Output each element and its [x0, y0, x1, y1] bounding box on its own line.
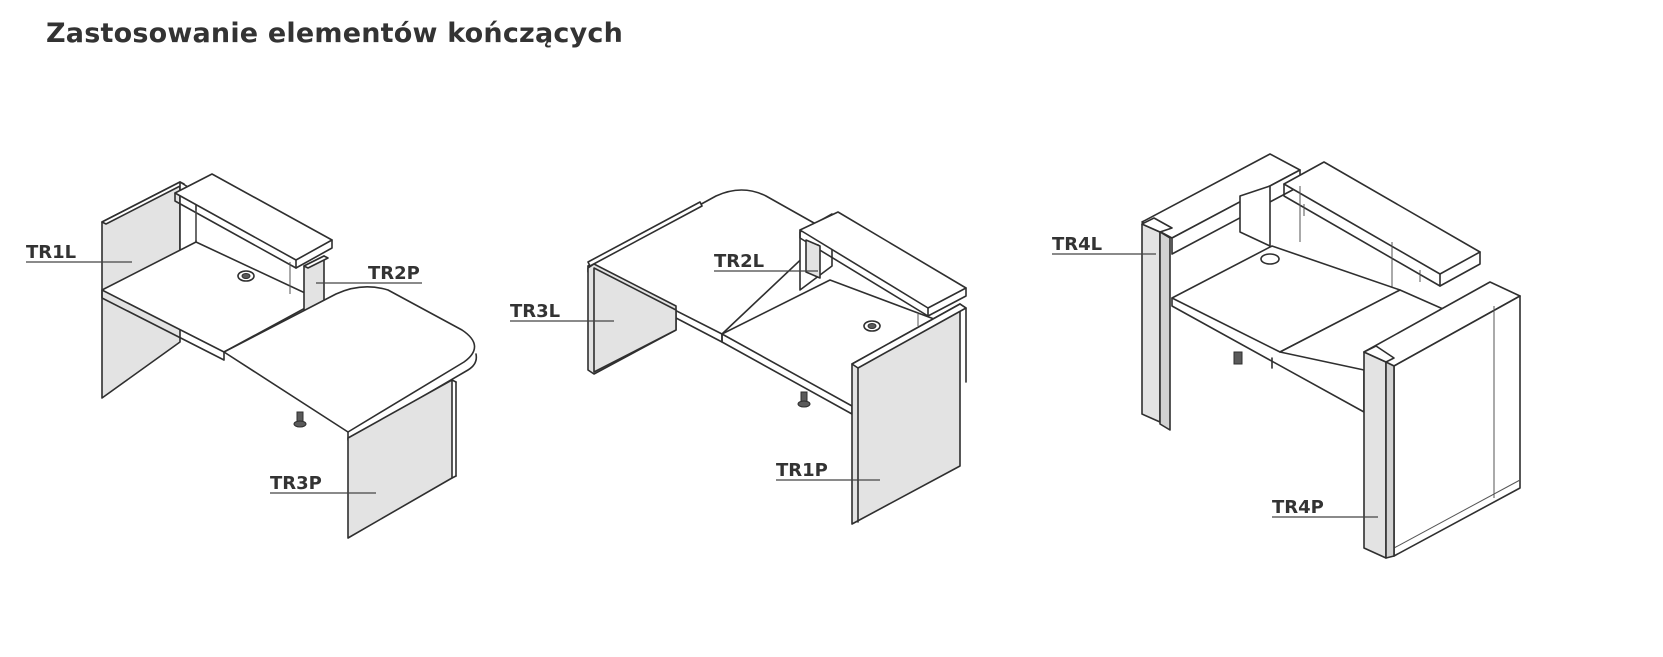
desk-2-desktop-left: [587, 189, 831, 335]
desk-2: [587, 189, 967, 525]
label-tr4p: TR4P: [1272, 497, 1324, 518]
desk-3-grommet: [1260, 253, 1280, 265]
label-tr1p: TR1P: [776, 460, 828, 481]
label-tr2p: TR2P: [368, 263, 420, 284]
desk-3-panel-tr4p: [1363, 351, 1387, 559]
label-tr1l: TR1L: [26, 242, 76, 263]
label-tr3p: TR3P: [270, 473, 322, 494]
desk-3: [1141, 153, 1521, 559]
desk-3-shelf: [1283, 161, 1481, 275]
page-title: Zastosowanie elementów kończących: [46, 18, 624, 49]
desk-1: [101, 173, 478, 539]
desk-2-panel-tr2l: [805, 239, 821, 279]
label-tr2l: TR2L: [714, 251, 764, 272]
desk-1-desktop-extension: [223, 286, 476, 433]
label-tr3l: TR3L: [510, 301, 560, 322]
label-tr4l: TR4L: [1052, 234, 1102, 255]
